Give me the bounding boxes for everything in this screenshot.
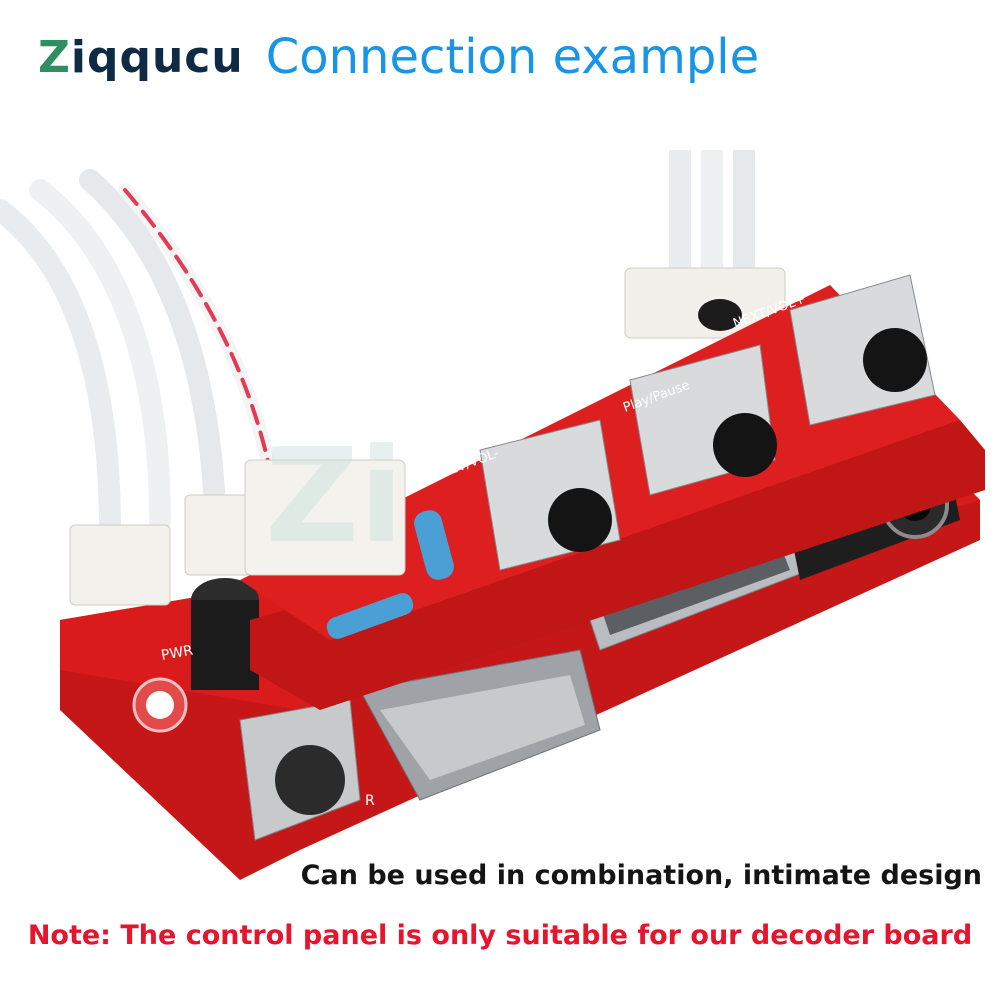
button-play	[629, 344, 777, 496]
sd-card-slot	[359, 649, 601, 801]
control-panel-board: PREV/VOL- Play/Pause NEXT/VOL+	[240, 274, 985, 710]
button-prev	[479, 419, 621, 571]
small-capacitor	[698, 299, 742, 331]
label-pwr: PWR	[160, 643, 195, 664]
label-r: R	[365, 793, 375, 809]
connector-top	[244, 459, 406, 576]
wire-bundle-left	[0, 169, 277, 541]
header: Ziqqucu Connection example	[38, 22, 759, 92]
brand-initial: Z	[38, 31, 71, 83]
caption: Can be used in combination, intimate des…	[300, 860, 982, 891]
page-title: Connection example	[265, 29, 760, 85]
resistor-2	[414, 510, 454, 580]
resistor-1	[326, 593, 414, 639]
capacitor	[191, 578, 259, 690]
note: Note: The control panel is only suitable…	[27, 920, 973, 951]
product-photo: PWR R PREV/VOL-	[0, 150, 985, 880]
ir-receiver	[239, 699, 361, 841]
button-next	[789, 274, 936, 426]
connector-left-1	[69, 524, 171, 606]
brand-logo: Ziqqucu	[38, 32, 244, 83]
wire-bundle-right	[624, 150, 786, 339]
brand-rest: iqqucu	[70, 31, 244, 83]
